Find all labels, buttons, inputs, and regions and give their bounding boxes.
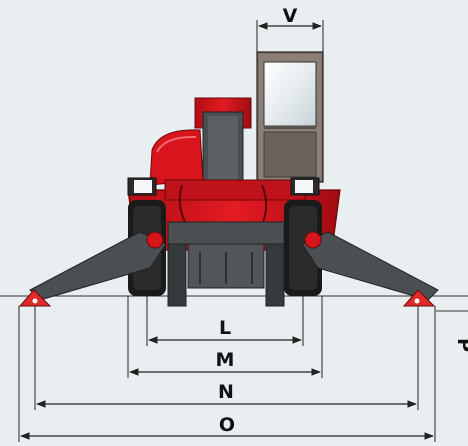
dimension-m-label: M — [216, 349, 235, 371]
outrigger-left — [18, 231, 167, 307]
dimension-p-label: P — [453, 338, 468, 352]
dimension-v: V — [256, 5, 324, 52]
tyre-right — [284, 200, 322, 296]
cab-window — [263, 61, 317, 127]
dimension-m: M — [127, 296, 323, 378]
cab-lower-panel — [263, 131, 317, 178]
cab — [256, 51, 324, 183]
engine-hood — [149, 129, 204, 186]
dimension-o-label: O — [219, 414, 235, 436]
headlight-right — [290, 177, 320, 196]
fork-carriage — [167, 221, 285, 307]
dimension-p: P — [453, 338, 468, 352]
dimension-l: L — [146, 296, 304, 346]
dimension-v-label: V — [283, 5, 298, 27]
dimension-n-label: N — [218, 381, 234, 403]
dimension-n: N — [34, 306, 419, 410]
dimension-l-label: L — [219, 317, 231, 339]
headlight-left — [127, 177, 157, 196]
dimension-o: O — [18, 306, 436, 442]
outrigger-pad-right — [402, 289, 436, 307]
outrigger-right — [301, 231, 439, 307]
